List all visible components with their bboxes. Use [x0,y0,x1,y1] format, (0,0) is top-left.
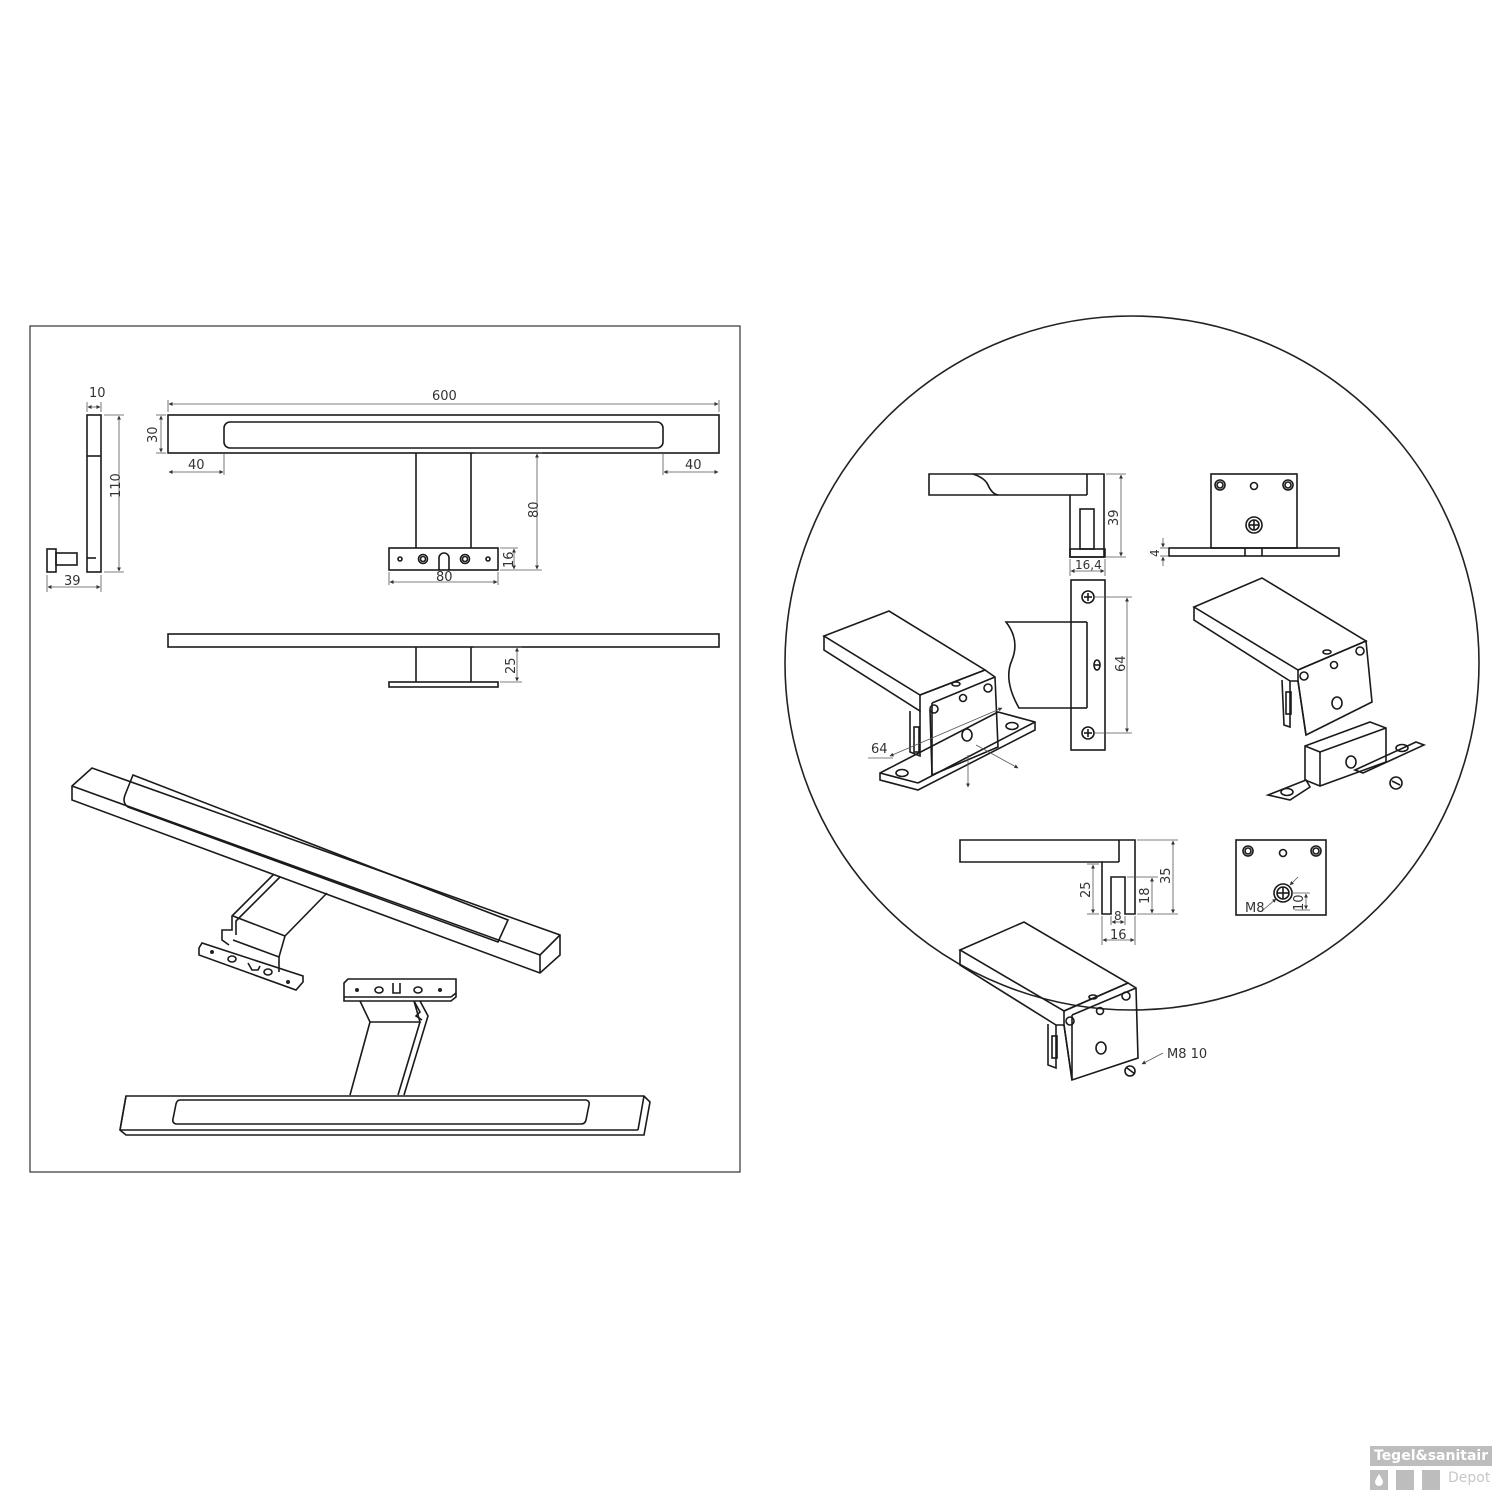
dim-slot-width: 8 [1114,909,1122,923]
dim-detail-plate: 16,4 [1075,558,1102,572]
dim-plate-thickness: 4 [1148,549,1162,557]
block-front-view: M8 10 [1235,839,1327,916]
dim-mount-spacing: 64 [1114,655,1129,672]
front-view: 600 30 40 40 80 16 80 [146,389,720,585]
watermark-depot: Depot [1448,1470,1491,1486]
dim-plate-width: 80 [436,570,453,585]
dim-side-base: 39 [64,574,81,589]
dim-detail-height: 39 [1107,509,1122,526]
dim-slot-depth: 25 [1079,881,1094,898]
dim-thread: M8 [1245,901,1265,916]
drop-icon [1370,1470,1388,1490]
bracket-iso-right [1192,577,1427,801]
mount-section-view: 64 [1004,579,1132,751]
dim-side-height: 110 [109,473,124,498]
clip-section-view: 25 8 16 18 35 [959,839,1178,945]
dim-height: 30 [146,426,161,443]
side-detail-view: 39 16,4 [928,473,1126,576]
dim-arm-height: 80 [527,501,542,518]
dim-iso-spacing: 64 [871,742,888,757]
dim-arm-depth: 25 [504,657,519,674]
left-panel-frame [29,325,741,1173]
dim-right-margin: 40 [685,458,702,473]
isometric-view-top [71,767,561,991]
bottom-view: 25 [167,633,720,688]
isometric-view-bottom [119,978,651,1136]
dim-plate-height: 16 [502,551,517,568]
plate-front-view: 4 [1148,473,1340,566]
dim-length: 600 [432,389,457,404]
dim-side-width: 10 [89,386,106,401]
bracket-iso-bottom: M8 10 [958,921,1207,1082]
bracket-iso-left: 64 [822,610,1036,791]
side-view: 10 110 39 [46,386,124,592]
label-screw: M8 10 [1167,1047,1207,1062]
dim-inner-height: 18 [1138,887,1153,904]
dim-left-margin: 40 [188,458,205,473]
dim-thread-offset: 10 [1292,894,1307,911]
watermark-square [1422,1470,1440,1490]
dim-total-height: 35 [1159,867,1174,884]
detail-circle [784,315,1480,1011]
dim-clip-width: 16 [1110,928,1127,943]
watermark-brand: Tegel&sanitair [1370,1446,1493,1466]
watermark: Tegel&sanitair Depot [1360,1440,1500,1500]
watermark-square [1396,1470,1414,1490]
